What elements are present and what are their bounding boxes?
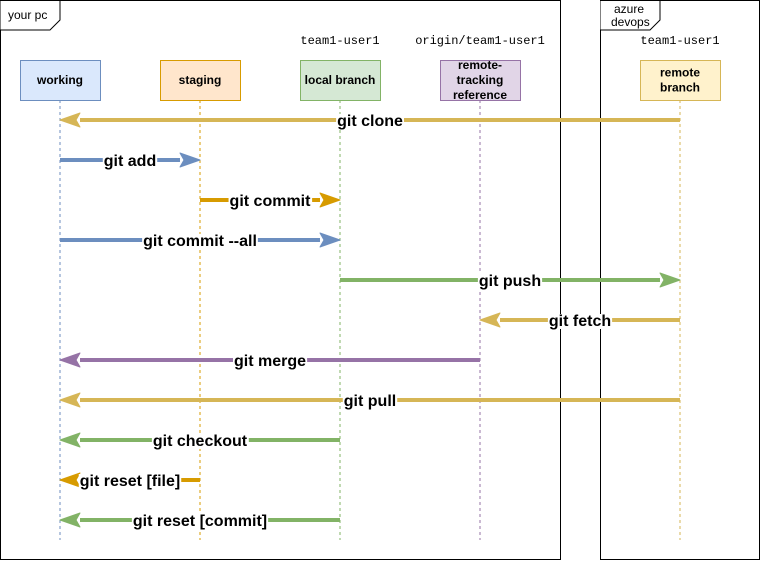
arrow-git-reset-commit: git reset [commit] bbox=[59, 512, 340, 530]
arrow-label: git reset [file] bbox=[80, 473, 180, 490]
arrow-label: git pull bbox=[344, 393, 396, 410]
arrow-label-background bbox=[342, 394, 398, 409]
arrow-head bbox=[319, 232, 341, 248]
arrow-git-clone: git clone bbox=[59, 112, 680, 130]
arrow-head bbox=[59, 112, 81, 128]
local-caption: team1-user1 bbox=[300, 34, 379, 48]
local-box-rect bbox=[300, 60, 381, 101]
azure-devops-title-line-2: devops bbox=[611, 15, 650, 29]
arrow-head bbox=[179, 152, 201, 168]
tracking-box-label: reference bbox=[453, 88, 507, 102]
arrow-label: git clone bbox=[337, 113, 403, 130]
arrow-git-checkout: git checkout bbox=[59, 432, 340, 450]
tracking-box-label: tracking bbox=[457, 73, 504, 87]
working-box-label: working bbox=[36, 73, 83, 87]
azure-devops-frame: azure devops bbox=[600, 0, 760, 560]
arrow-label-background bbox=[477, 274, 543, 289]
arrow-head bbox=[659, 272, 681, 288]
arrow-label-background bbox=[232, 354, 308, 369]
arrow-label-background bbox=[547, 314, 613, 329]
working-box-rect bbox=[20, 60, 101, 101]
arrow-label: git commit bbox=[230, 193, 312, 210]
arrow-label: git add bbox=[104, 153, 156, 170]
working-box: working bbox=[20, 60, 101, 101]
tracking-caption: origin/team1-user1 bbox=[415, 34, 545, 48]
arrow-label-background bbox=[151, 434, 249, 449]
tracking-box-label: remote- bbox=[458, 58, 502, 72]
staging-box: staging bbox=[160, 60, 241, 101]
arrow-git-pull: git pull bbox=[59, 392, 680, 410]
arrow-git-commit-all: git commit --all bbox=[60, 232, 341, 250]
remote-caption: team1-user1 bbox=[640, 34, 719, 48]
azure-devops-title-line-1: azure bbox=[614, 2, 644, 16]
arrow-git-fetch: git fetch bbox=[479, 312, 680, 330]
arrow-head bbox=[319, 192, 341, 208]
arrow-label: git push bbox=[479, 273, 541, 290]
arrow-git-reset-file: git reset [file] bbox=[59, 472, 200, 490]
arrow-label: git commit --all bbox=[143, 233, 257, 250]
arrow-label: git reset [commit] bbox=[133, 513, 267, 530]
remote-box-rect bbox=[640, 60, 721, 101]
arrow-label-background bbox=[336, 114, 404, 129]
remote-box-label: remote bbox=[660, 66, 700, 80]
arrow-head bbox=[59, 392, 81, 408]
local-box-label: local branch bbox=[305, 73, 376, 87]
remote-box-label: branch bbox=[660, 81, 700, 95]
arrow-label: git fetch bbox=[549, 313, 611, 330]
arrow-label: git checkout bbox=[153, 433, 248, 450]
arrow-git-commit: git commit bbox=[200, 192, 341, 210]
arrow-label-background bbox=[102, 154, 158, 169]
arrow-label-background bbox=[142, 234, 258, 249]
local-box: local branch team1-user1 bbox=[300, 34, 381, 101]
arrow-label-background bbox=[78, 474, 182, 489]
arrow-head bbox=[479, 312, 501, 328]
arrow-label-background bbox=[131, 514, 269, 529]
staging-box-label: staging bbox=[179, 73, 222, 87]
arrow-head bbox=[59, 432, 81, 448]
your-pc-title: your pc bbox=[8, 8, 47, 22]
arrow-label: git merge bbox=[234, 353, 306, 370]
arrow-label-background bbox=[228, 194, 313, 209]
arrow-git-push: git push bbox=[340, 272, 681, 290]
staging-box-rect bbox=[160, 60, 241, 101]
arrow-head bbox=[59, 352, 81, 368]
tracking-box-rect bbox=[440, 60, 521, 101]
arrow-git-merge: git merge bbox=[59, 352, 480, 370]
arrow-head bbox=[59, 472, 81, 488]
arrow-head bbox=[59, 512, 81, 528]
arrow-git-add: git add bbox=[60, 152, 201, 170]
